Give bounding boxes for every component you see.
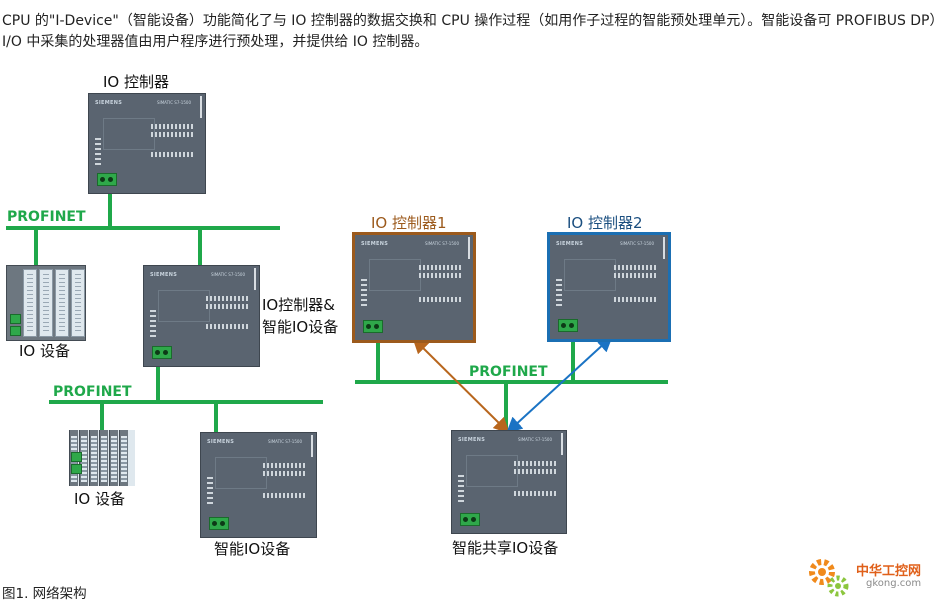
- label-io-controller: IO 控制器: [103, 73, 169, 91]
- plc-io-controller-2: SIEMENS SIMATIC S7-1500: [547, 232, 671, 342]
- connector-icon: [152, 346, 172, 359]
- connector-icon: [460, 513, 480, 526]
- io-device-b: [69, 430, 135, 486]
- label-io-device-a: IO 设备: [19, 342, 70, 360]
- watermark-text: 中华工控网: [856, 564, 922, 579]
- plc-io-controller: SIEMENS SIMATIC S7-1500: [88, 93, 206, 194]
- watermark-url: gkong.com: [866, 578, 922, 589]
- watermark-logo: 中华工控网 gkong.com: [804, 550, 939, 605]
- io-device-a: [6, 265, 86, 341]
- plc-brand: SIEMENS: [458, 437, 486, 443]
- label-controller-and-device-2: 智能IO设备: [262, 318, 339, 336]
- gear-icon: [809, 559, 849, 597]
- profinet-label-1: PROFINET: [7, 209, 86, 225]
- plc-brand: SIEMENS: [150, 272, 178, 278]
- label-io-controller-2: IO 控制器2: [567, 214, 643, 232]
- plc-intelligent-io-device: SIEMENS SIMATIC S7-1500: [200, 432, 317, 538]
- plc-brand: SIEMENS: [95, 100, 123, 106]
- arrow-controller-2-shared: [506, 335, 613, 434]
- plc-model: SIMATIC S7-1500: [518, 437, 552, 442]
- profinet-label-3: PROFINET: [469, 364, 548, 380]
- connector-icon: [97, 173, 117, 186]
- plc-shared-io-device: SIEMENS SIMATIC S7-1500: [451, 430, 567, 534]
- label-intelligent-io-device: 智能IO设备: [214, 540, 291, 558]
- plc-brand: SIEMENS: [361, 241, 389, 247]
- plc-io-controller-1: SIEMENS SIMATIC S7-1500: [352, 232, 476, 343]
- plc-model: SIMATIC S7-1500: [211, 272, 245, 277]
- label-shared-io-device: 智能共享IO设备: [452, 539, 559, 557]
- connector-icon: [209, 517, 229, 530]
- profinet-label-2: PROFINET: [53, 384, 132, 400]
- plc-model: SIMATIC S7-1500: [268, 439, 302, 444]
- plc-controller-and-device: SIEMENS SIMATIC S7-1500: [143, 265, 260, 367]
- intro-paragraph: CPU 的"I-Device"（智能设备）功能简化了与 IO 控制器的数据交换和…: [2, 13, 944, 50]
- label-io-controller-1: IO 控制器1: [371, 214, 447, 232]
- connector-icon: [558, 319, 578, 332]
- connector-icon: [363, 320, 383, 333]
- plc-brand: SIEMENS: [207, 439, 235, 445]
- plc-model: SIMATIC S7-1500: [157, 100, 191, 105]
- label-io-device-b: IO 设备: [74, 490, 125, 508]
- figure-caption: 图1. 网络架构: [2, 586, 87, 602]
- arrow-controller-1-shared: [412, 337, 510, 434]
- label-controller-and-device-1: IO控制器&: [262, 296, 335, 314]
- plc-model: SIMATIC S7-1500: [425, 241, 459, 246]
- plc-model: SIMATIC S7-1500: [620, 241, 654, 246]
- plc-brand: SIEMENS: [556, 241, 584, 247]
